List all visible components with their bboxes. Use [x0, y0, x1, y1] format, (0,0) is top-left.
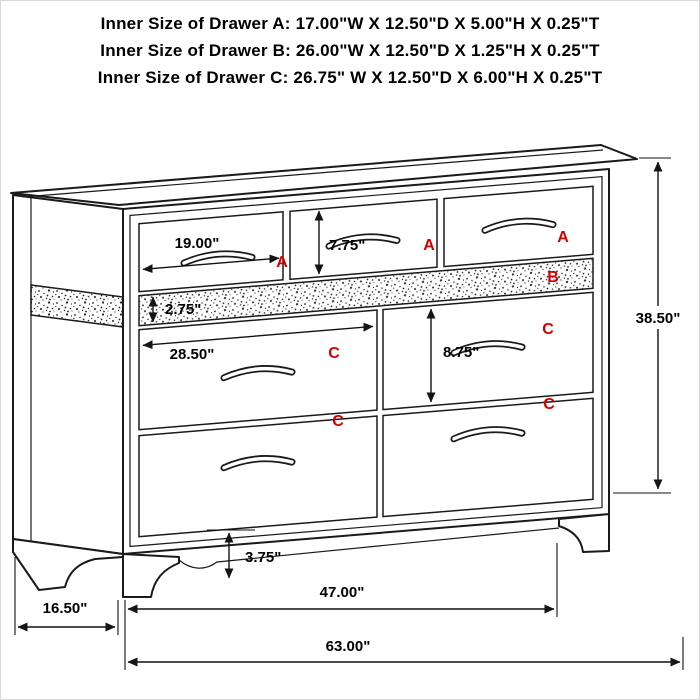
drawer-b-letter: B [547, 269, 559, 286]
drawer-b-glitter-front [138, 257, 594, 327]
dim-overall-height-label: 38.50" [636, 310, 681, 327]
dim-overall-width-label: 63.00" [326, 638, 371, 655]
dim-leg-span-label: 47.00" [320, 584, 365, 601]
drawer-c-left-top-letter: C [328, 345, 340, 362]
dresser-left-side [12, 194, 124, 555]
header-line-drawer-c: Inner Size of Drawer C: 26.75" W X 12.50… [97, 68, 603, 87]
header-line-drawer-a: Inner Size of Drawer A: 17.00"W X 12.50"… [100, 14, 600, 33]
drawer-c-right-bottom-letter: C [543, 396, 555, 413]
dim-drawer-b-height-label: 2.75" [165, 301, 201, 318]
drawer-c-right-top-letter: C [542, 321, 554, 338]
header-line-drawer-b: Inner Size of Drawer B: 26.00"W X 12.50"… [100, 41, 600, 60]
apron-curve [178, 527, 560, 569]
drawer-c-right-bottom [382, 397, 594, 518]
front-right-foot [558, 513, 610, 553]
face-inner-frame [129, 175, 603, 548]
drawer-a1-letter: A [276, 254, 288, 271]
dim-foot-height-label: 3.75" [245, 549, 281, 566]
drawer-a3 [443, 185, 594, 268]
header: Inner Size of Drawer A: 17.00"W X 12.50"… [1, 10, 699, 91]
dim-drawer-c-width-label: 28.50" [170, 346, 215, 363]
dim-drawer-a-width-label: 19.00" [175, 235, 220, 252]
dim-drawer-a-height-label: 7.75" [329, 237, 365, 254]
left-side-foot [12, 538, 124, 591]
top-edge-line [22, 149, 604, 198]
dim-side-depth-label: 16.50" [43, 600, 88, 617]
drawer-c-right-top [382, 291, 594, 411]
drawer-c-left-bottom [138, 415, 378, 538]
dim-drawer-c-width-arrow [142, 322, 374, 350]
front-face [122, 168, 610, 556]
drawer-a3-letter: A [557, 229, 569, 246]
front-left-foot [122, 553, 180, 598]
drawer-a2-letter: A [423, 237, 435, 254]
dim-overall-height-label-bg [626, 306, 690, 329]
dim-drawer-a-width-arrow [142, 254, 280, 274]
dim-drawer-c-height-label: 8.75" [443, 344, 479, 361]
drawer-c-left-bottom-letter: C [332, 413, 344, 430]
